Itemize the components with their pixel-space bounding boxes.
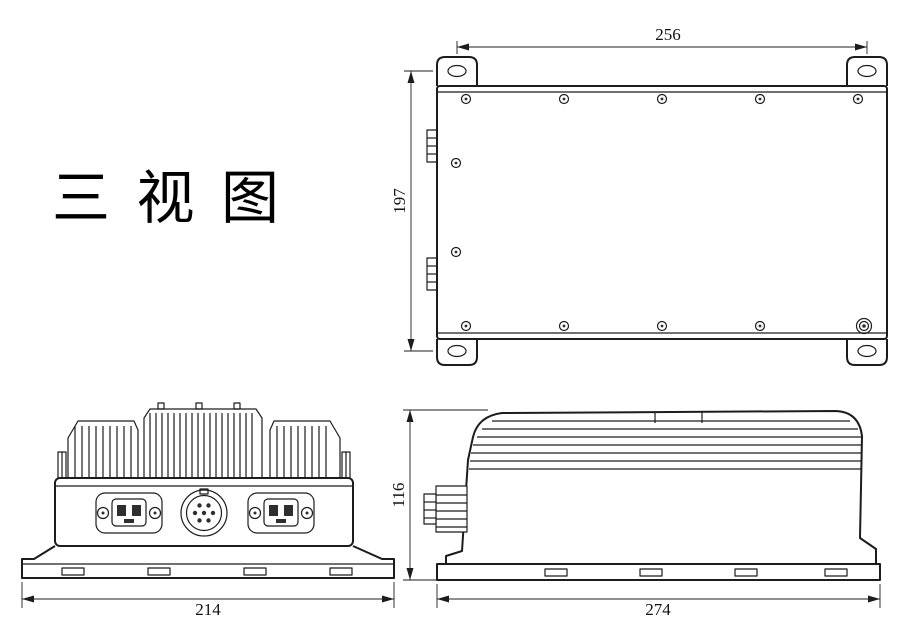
heatsink-fins-right	[269, 420, 341, 478]
side-view	[423, 410, 881, 581]
dimension-label-116: 116	[389, 483, 408, 508]
dimension-label-274: 274	[645, 600, 671, 619]
side-connector	[423, 485, 468, 533]
side-view-outline	[445, 410, 877, 564]
dimension-label-214: 214	[195, 600, 221, 619]
front-view-body	[54, 477, 354, 547]
front-base-flange	[21, 545, 395, 579]
heatsink-right-bracket	[341, 451, 351, 478]
signal-connector-center	[180, 488, 228, 537]
mount-hole	[447, 64, 467, 78]
top-view	[426, 56, 888, 366]
ground-screw	[855, 317, 873, 335]
heatsink-left-bracket	[57, 451, 67, 478]
side-fin-lines	[469, 412, 862, 470]
mount-hole	[447, 344, 467, 358]
power-connector-right	[247, 492, 315, 534]
heatsink-fins-left	[67, 420, 139, 478]
mounting-tabs	[436, 56, 888, 366]
dimension-front-width: 214	[21, 582, 395, 619]
top-view-body	[436, 85, 888, 340]
side-connector-tab-upper	[426, 129, 438, 163]
side-connector-tab-lower	[426, 257, 438, 291]
mount-hole	[857, 64, 877, 78]
side-base-plate	[436, 563, 881, 581]
heatsink-fins-middle	[143, 402, 263, 478]
dimension-side-height: 116	[389, 409, 488, 581]
dimension-top-height: 197	[390, 70, 433, 352]
front-view	[21, 402, 395, 579]
drawing-title: 三 视 图	[52, 166, 285, 231]
dimension-label-256: 256	[655, 25, 681, 44]
power-connector-left	[95, 492, 163, 534]
lid-screws	[450, 93, 864, 332]
dimension-top-width: 256	[456, 25, 868, 54]
dimension-label-197: 197	[390, 188, 409, 214]
mount-hole	[857, 344, 877, 358]
dimension-side-width: 274	[436, 584, 881, 619]
